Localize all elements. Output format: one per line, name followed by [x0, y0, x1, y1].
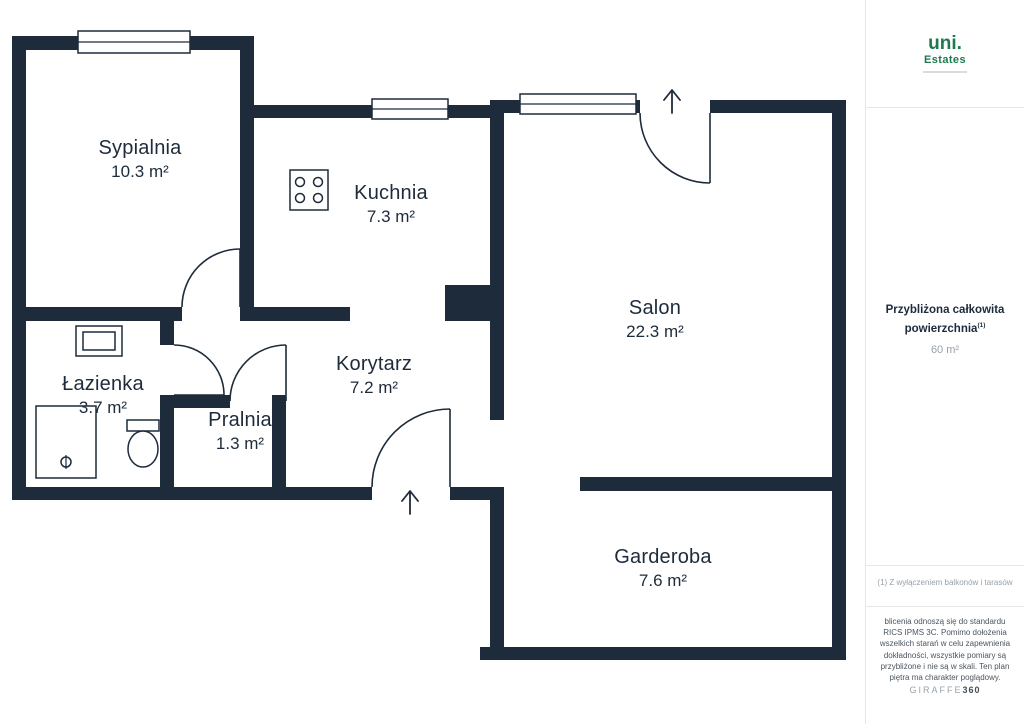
- disclaimer-text: blicenia odnoszą się do standardu RICS I…: [879, 617, 1011, 682]
- bedroom-door-arc-icon: [181, 248, 241, 308]
- total-area-label-line1: Przybliżona całkowita: [885, 304, 1005, 316]
- room-name: Salon: [628, 297, 682, 319]
- area-footnote: (1) Z wyłączeniem balkonów i tarasów: [877, 578, 1013, 587]
- floorplan-svg: [12, 30, 846, 660]
- room-area: 3.7 m²: [78, 398, 128, 417]
- room-area: 7.2 m²: [349, 378, 399, 397]
- total-area-label: Przybliżona całkowita powierzchnia(1): [866, 303, 1024, 337]
- logo-sub-text: Estates: [924, 54, 966, 66]
- agency-logo: uni. Estates: [866, 34, 1024, 73]
- watermark-brand: GIRAFFE: [909, 685, 963, 695]
- room-name: Łazienka: [62, 373, 144, 395]
- room-label-sypialnia: Sypialnia 10.3 m²: [99, 136, 182, 183]
- bedroom-window-icon: [77, 30, 191, 54]
- room-name: Pralnia: [208, 409, 272, 431]
- kitchen-window-icon: [371, 98, 449, 120]
- toilet-icon: [126, 419, 160, 468]
- room-area: 7.6 m²: [638, 571, 688, 590]
- walls: [12, 36, 846, 660]
- room-label-pralnia: Pralnia 1.3 m²: [208, 408, 272, 455]
- room-name: Sypialnia: [98, 137, 182, 159]
- logo-tagline-line: [923, 71, 967, 73]
- sidebar-divider: [866, 565, 1024, 566]
- footnote-marker: (1): [977, 322, 986, 329]
- room-label-kuchnia: Kuchnia 7.3 m²: [354, 181, 428, 228]
- floorplan-canvas: Sypialnia 10.3 m² Kuchnia 7.3 m² Salon 2…: [12, 30, 846, 660]
- entrance-door-arc-icon: [371, 408, 451, 488]
- room-label-lazienka: Łazienka 3.7 m²: [62, 372, 144, 419]
- logo-brand-text: uni.: [928, 33, 962, 54]
- room-area: 22.3 m²: [626, 322, 684, 341]
- salon-window-icon: [519, 93, 637, 115]
- laundry-door-arc-icon: [229, 344, 287, 402]
- balcony-arrow-icon: [663, 89, 681, 114]
- room-label-salon: Salon 22.3 m²: [626, 296, 684, 343]
- balcony-door-arc-icon: [639, 112, 711, 184]
- giraffe360-watermark: GIRAFFE360: [866, 685, 1024, 695]
- watermark-suffix: 360: [962, 685, 981, 695]
- room-name: Korytarz: [335, 353, 413, 375]
- room-name: Garderoba: [614, 546, 712, 568]
- stove-icon: [289, 169, 329, 211]
- room-label-korytarz: Korytarz 7.2 m²: [336, 352, 412, 399]
- room-name: Kuchnia: [354, 182, 428, 204]
- room-area: 1.3 m²: [215, 434, 265, 453]
- total-area-block: Przybliżona całkowita powierzchnia(1) 60…: [866, 303, 1024, 356]
- shower-icon: [35, 405, 97, 479]
- sidebar-divider: [866, 107, 1024, 108]
- room-label-garderoba: Garderoba 7.6 m²: [614, 545, 711, 592]
- room-area: 7.3 m²: [366, 207, 416, 226]
- room-area: 10.3 m²: [111, 162, 169, 181]
- total-area-value: 60 m²: [930, 343, 960, 356]
- sink-icon: [75, 325, 123, 357]
- entrance-arrow-icon: [401, 490, 419, 515]
- bathroom-door-arc-icon: [173, 344, 225, 396]
- sidebar-divider: [866, 606, 1024, 607]
- info-sidebar: uni. Estates Przybliżona całkowita powie…: [865, 0, 1024, 724]
- total-area-label-line2: powierzchnia: [904, 322, 978, 335]
